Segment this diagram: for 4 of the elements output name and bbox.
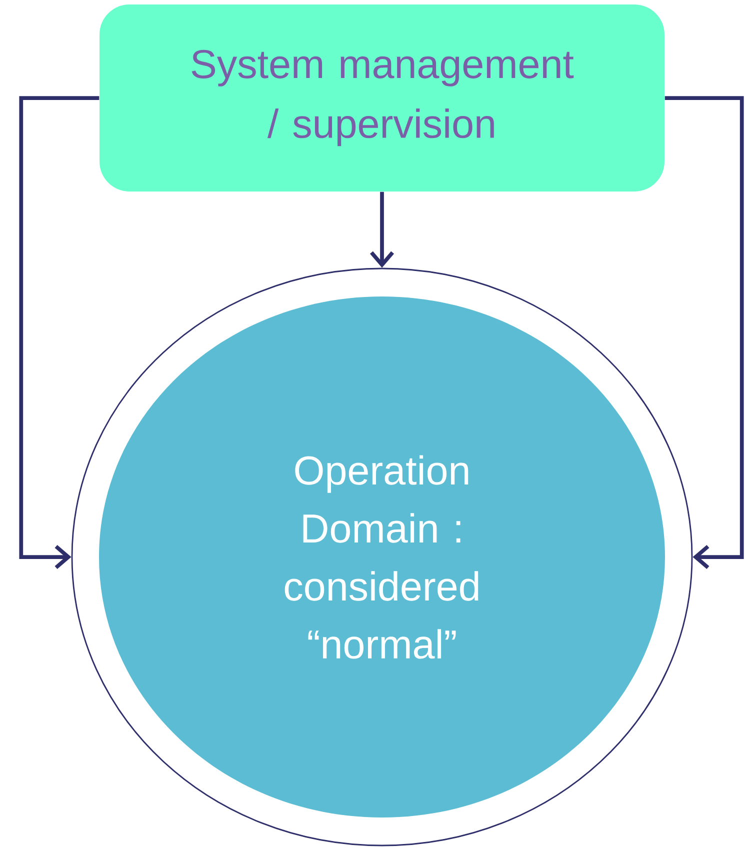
arrow [19,96,100,570]
process-box: System management / supervision [100,4,664,192]
arrow [664,96,744,570]
arrow [370,192,394,268]
